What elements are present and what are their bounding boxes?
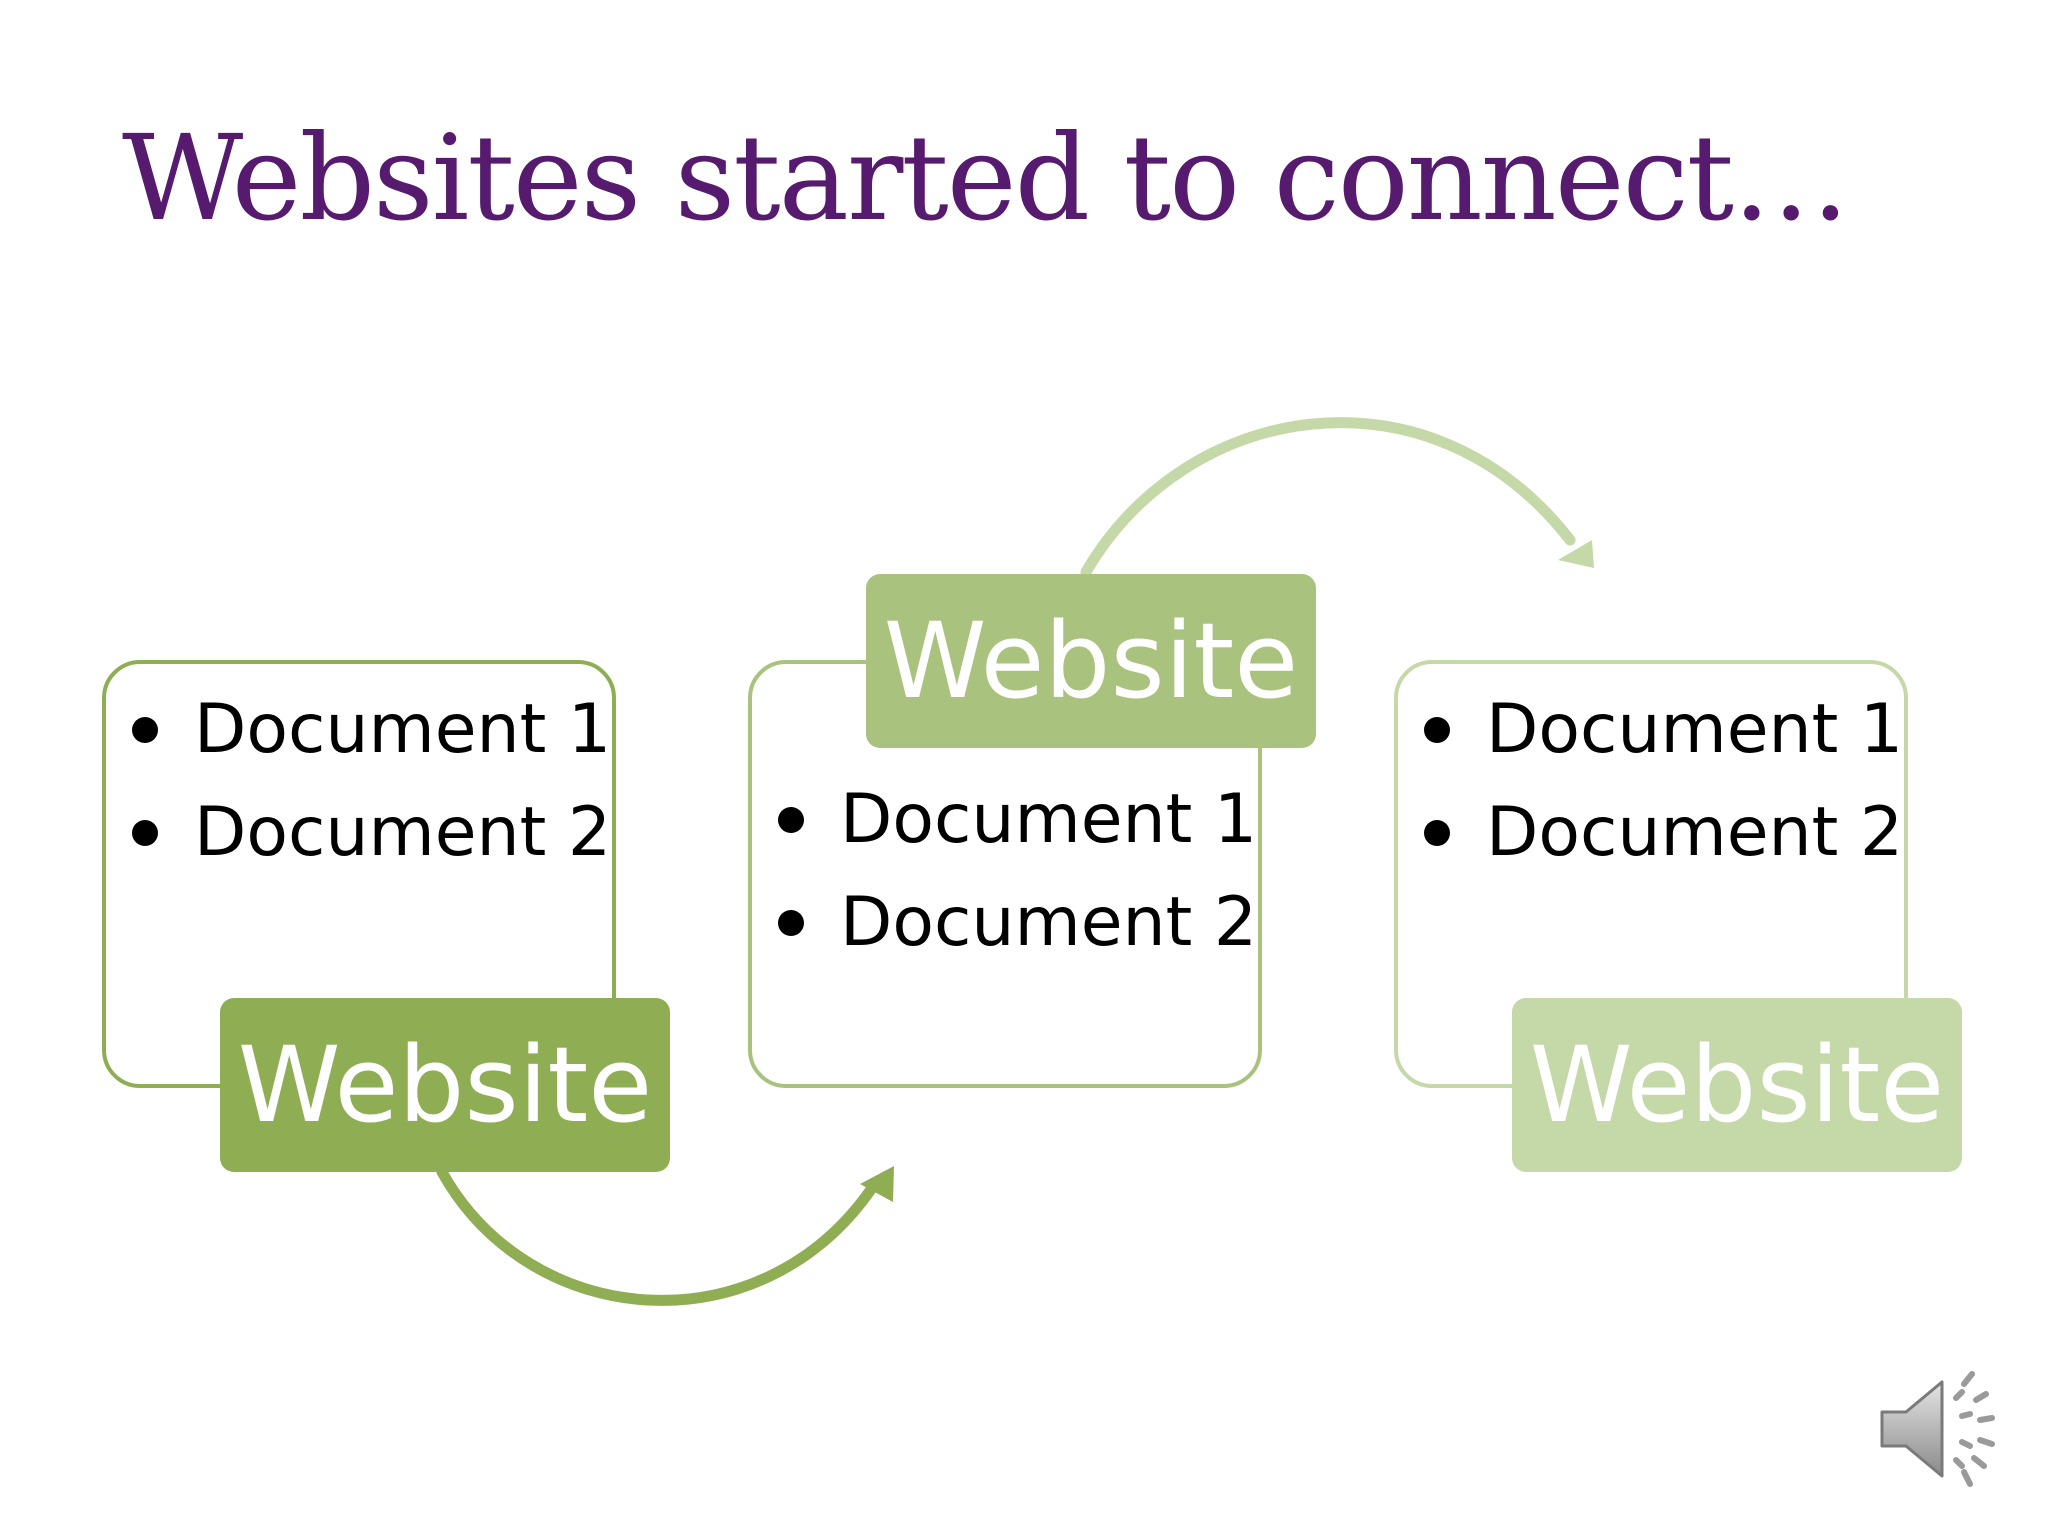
- list-item: Document 2: [778, 871, 1257, 974]
- document-label: Document 1: [194, 690, 612, 769]
- bullet-icon: [132, 717, 158, 743]
- document-list-1: Document 1 Document 2: [132, 678, 611, 884]
- bullet-icon: [778, 807, 804, 833]
- document-list-2: Document 1 Document 2: [778, 768, 1257, 974]
- bullet-icon: [132, 820, 158, 846]
- document-label: Document 2: [194, 793, 612, 872]
- document-label: Document 1: [840, 780, 1258, 859]
- slide-title: Websites started to connect…: [122, 109, 1850, 247]
- document-label: Document 1: [1486, 690, 1904, 769]
- list-item: Document 2: [132, 781, 611, 884]
- arrow-1-head: [860, 1166, 894, 1202]
- speaker-icon[interactable]: [1868, 1354, 2018, 1504]
- document-label: Document 2: [840, 883, 1258, 962]
- bullet-icon: [1424, 820, 1450, 846]
- website-label-3: Website: [1512, 998, 1962, 1172]
- list-item: Document 1: [1424, 678, 1903, 781]
- arrow-2-head: [1558, 540, 1594, 568]
- arrow-2-curve: [1080, 417, 1576, 578]
- bullet-icon: [778, 910, 804, 936]
- list-item: Document 1: [778, 768, 1257, 871]
- document-label: Document 2: [1486, 793, 1904, 872]
- arrow-1-curve: [436, 1166, 878, 1306]
- document-list-3: Document 1 Document 2: [1424, 678, 1903, 884]
- website-label-2: Website: [866, 574, 1316, 748]
- list-item: Document 1: [132, 678, 611, 781]
- list-item: Document 2: [1424, 781, 1903, 884]
- website-label-1: Website: [220, 998, 670, 1172]
- bullet-icon: [1424, 717, 1450, 743]
